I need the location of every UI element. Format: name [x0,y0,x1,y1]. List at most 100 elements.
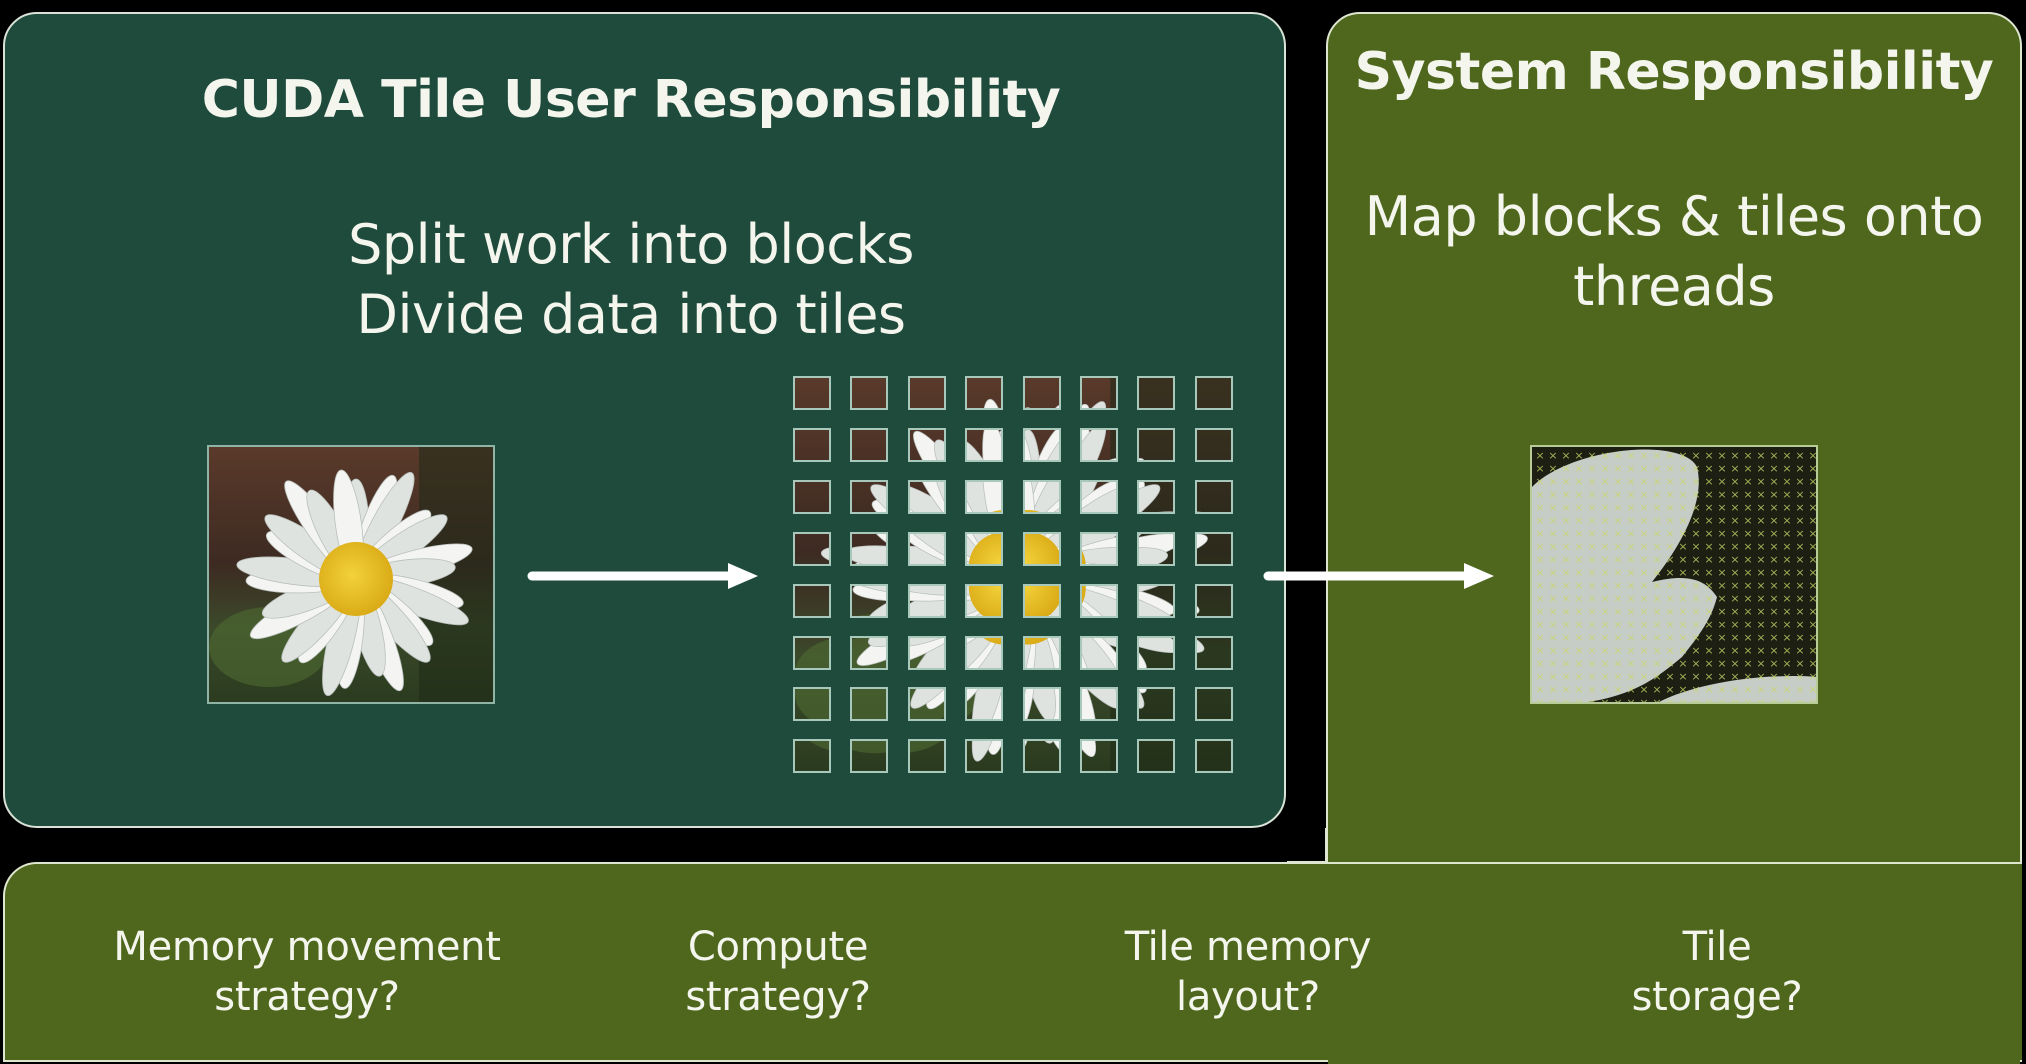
svg-text:×: × [1795,553,1804,566]
svg-text:×: × [1587,670,1596,683]
svg-text:×: × [1808,566,1817,579]
tile [1195,636,1233,670]
svg-text:×: × [1730,657,1739,670]
svg-text:×: × [1717,644,1726,657]
svg-text:×: × [1574,696,1583,704]
tile [908,636,946,670]
svg-text:×: × [1769,514,1778,527]
svg-text:×: × [1743,501,1752,514]
description-line: Map blocks & tiles onto [1326,182,2022,252]
svg-text:×: × [1639,501,1648,514]
tile [850,687,888,721]
svg-text:×: × [1561,501,1570,514]
svg-text:×: × [1704,540,1713,553]
svg-text:×: × [1717,631,1726,644]
tile [793,480,831,514]
svg-text:×: × [1769,488,1778,501]
svg-text:×: × [1665,579,1674,592]
svg-text:×: × [1561,605,1570,618]
question-memory-movement: Memory movement strategy? [113,922,500,1022]
svg-text:×: × [1678,488,1687,501]
svg-text:×: × [1782,696,1791,704]
svg-text:×: × [1535,514,1544,527]
svg-text:×: × [1626,462,1635,475]
tile [908,480,946,514]
tile-image-fragment [910,430,944,460]
tile-image-fragment [910,638,944,668]
svg-text:×: × [1743,683,1752,696]
svg-text:×: × [1639,657,1648,670]
svg-text:×: × [1756,618,1765,631]
tile-image-fragment [1025,534,1059,564]
svg-text:×: × [1561,657,1570,670]
tile-image-fragment [852,586,886,616]
svg-text:×: × [1691,540,1700,553]
svg-text:×: × [1613,566,1622,579]
svg-text:×: × [1756,683,1765,696]
svg-text:×: × [1691,553,1700,566]
svg-text:×: × [1691,514,1700,527]
svg-text:×: × [1782,449,1791,462]
svg-text:×: × [1574,579,1583,592]
svg-text:×: × [1795,488,1804,501]
tile [1023,687,1061,721]
tile-image-fragment [910,586,944,616]
svg-text:×: × [1795,696,1804,704]
svg-text:×: × [1808,475,1817,488]
svg-text:×: × [1639,540,1648,553]
svg-text:×: × [1535,696,1544,704]
svg-text:×: × [1782,605,1791,618]
svg-text:×: × [1795,579,1804,592]
svg-text:×: × [1769,631,1778,644]
svg-text:×: × [1704,579,1713,592]
tile-image-fragment [910,741,944,771]
svg-text:×: × [1795,657,1804,670]
svg-text:×: × [1574,657,1583,670]
svg-text:×: × [1600,553,1609,566]
svg-text:×: × [1717,527,1726,540]
tile-image-fragment [1025,482,1059,512]
tile-image-fragment [1139,638,1173,668]
svg-text:×: × [1704,462,1713,475]
svg-text:×: × [1743,605,1752,618]
svg-text:×: × [1730,579,1739,592]
svg-text:×: × [1665,618,1674,631]
svg-text:×: × [1613,475,1622,488]
svg-text:×: × [1639,618,1648,631]
daisy-image [207,445,495,704]
svg-text:×: × [1782,644,1791,657]
svg-text:×: × [1678,592,1687,605]
svg-text:×: × [1548,657,1557,670]
svg-text:×: × [1678,644,1687,657]
tile-image-fragment [1082,482,1116,512]
tile [1080,480,1118,514]
system-panel-description: Map blocks & tiles onto threads [1326,182,2022,322]
svg-text:×: × [1691,449,1700,462]
svg-text:×: × [1652,670,1661,683]
tile-image-fragment [1082,586,1116,616]
tile-image-fragment [1139,741,1173,771]
tile [1080,687,1118,721]
svg-text:×: × [1665,449,1674,462]
svg-text:×: × [1652,605,1661,618]
svg-text:×: × [1730,540,1739,553]
svg-text:×: × [1704,657,1713,670]
question-line: Memory movement [113,922,500,972]
svg-text:×: × [1652,514,1661,527]
tile [908,584,946,618]
svg-text:×: × [1730,644,1739,657]
svg-text:×: × [1548,540,1557,553]
svg-text:×: × [1691,488,1700,501]
svg-text:×: × [1613,501,1622,514]
svg-text:×: × [1782,475,1791,488]
svg-text:×: × [1613,449,1622,462]
svg-text:×: × [1574,462,1583,475]
svg-text:×: × [1535,631,1544,644]
svg-text:×: × [1587,696,1596,704]
svg-text:×: × [1808,683,1817,696]
tile-image-fragment [1139,689,1173,719]
tile [965,584,1003,618]
svg-text:×: × [1808,618,1817,631]
svg-text:×: × [1704,449,1713,462]
svg-text:×: × [1665,514,1674,527]
